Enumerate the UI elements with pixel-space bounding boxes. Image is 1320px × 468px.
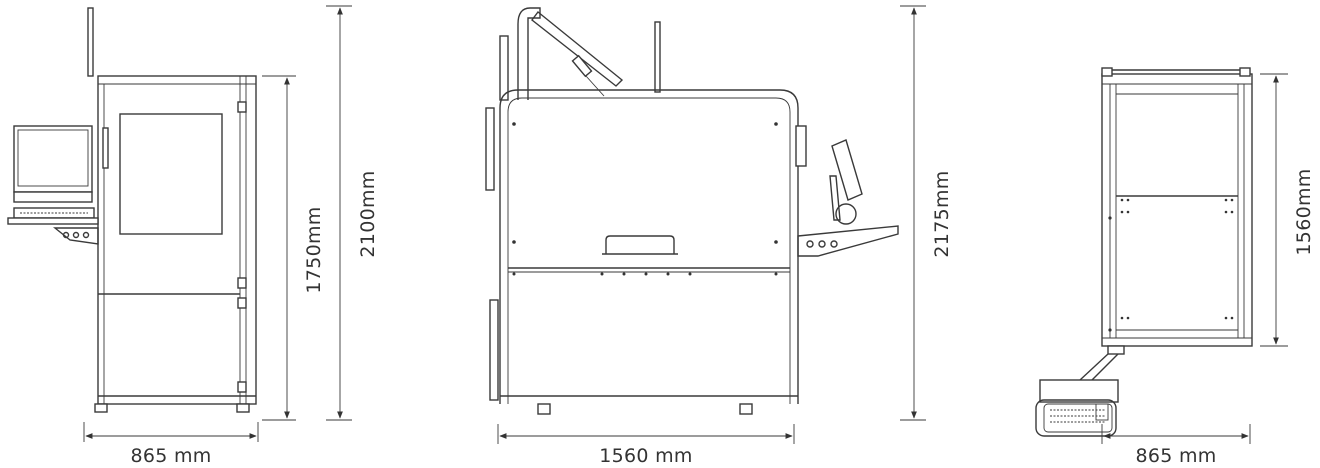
top-arm [517, 7, 541, 100]
right-height-label: 1560mm [1293, 168, 1315, 255]
monitor-screen [13, 125, 93, 193]
middle-width-dimension: 1560 mm [497, 424, 795, 467]
keyboard [13, 207, 95, 219]
left-view [7, 7, 257, 413]
left-window [119, 113, 223, 235]
left-height-2100-dimension: 2100mm [326, 5, 379, 421]
side-monitor [831, 139, 863, 201]
right-view [1035, 67, 1253, 437]
left-height-1750-dimension: 1750mm [262, 75, 325, 421]
left-width-label: 865 mm [130, 445, 211, 467]
middle-width-label: 1560 mm [599, 445, 693, 467]
middle-height-label: 2175mm [931, 170, 953, 257]
middle-view [485, 7, 899, 415]
right-height-dimension: 1560mm [1260, 73, 1315, 347]
right-width-dimension: 865 mm [1101, 424, 1251, 467]
right-frame [1101, 73, 1253, 347]
middle-signal-tower [654, 21, 661, 93]
left-height-2100-label: 2100mm [357, 170, 379, 257]
right-width-label: 865 mm [1135, 445, 1216, 467]
front-handle [605, 235, 675, 254]
middle-height-dimension: 2175mm [900, 5, 953, 421]
signal-tower [87, 7, 94, 77]
left-frame [97, 75, 257, 405]
left-height-1750-label: 1750mm [303, 206, 325, 293]
console-top [1039, 379, 1119, 403]
console-base [1035, 399, 1117, 437]
left-width-dimension: 865 mm [83, 422, 259, 467]
middle-frame [499, 89, 799, 404]
